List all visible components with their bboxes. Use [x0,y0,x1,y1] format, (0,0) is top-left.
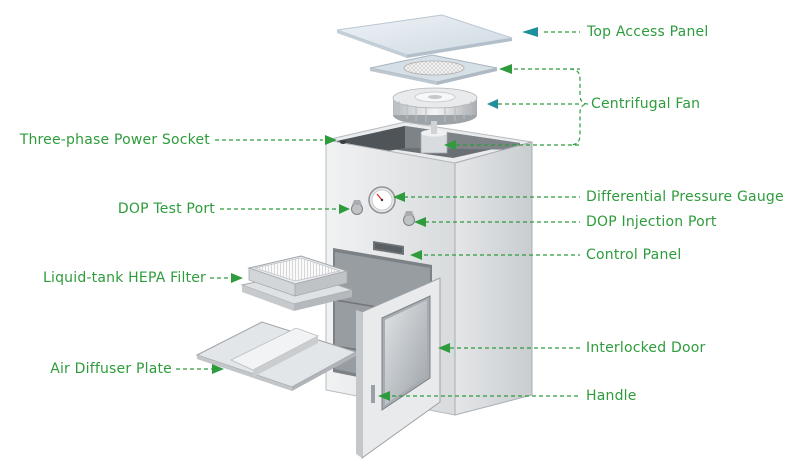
differential-pressure-gauge-part [368,186,396,214]
arrow-heads [212,27,538,401]
fan-guard-plate [369,54,498,85]
fan-bracket [569,68,589,146]
label-interlocked-door: Interlocked Door [586,340,706,356]
interlocked-door-part [356,277,441,459]
label-top-access-panel: Top Access Panel [587,24,709,40]
air-diffuser-part [195,321,358,391]
label-air-diffuser: Air Diffuser Plate [50,361,172,377]
dop-test-port-part [351,200,363,215]
dop-injection-port-part [403,211,415,226]
label-power-socket: Three-phase Power Socket [19,132,210,148]
label-hepa-filter: Liquid-tank HEPA Filter [43,270,206,286]
centrifugal-fan-part [392,87,478,125]
top-access-panel-part [336,14,513,58]
label-dop-injection-port: DOP Injection Port [586,214,717,230]
leader-lines [176,31,580,397]
label-handle: Handle [586,388,637,404]
label-centrifugal-fan: Centrifugal Fan [591,96,701,112]
hepa-filter-part [240,255,354,311]
door-handle [371,385,375,403]
label-dop-test-port: DOP Test Port [117,201,215,217]
label-control-panel: Control Panel [586,247,682,263]
label-differential-pressure-gauge: Differential Pressure Gauge [586,189,784,205]
